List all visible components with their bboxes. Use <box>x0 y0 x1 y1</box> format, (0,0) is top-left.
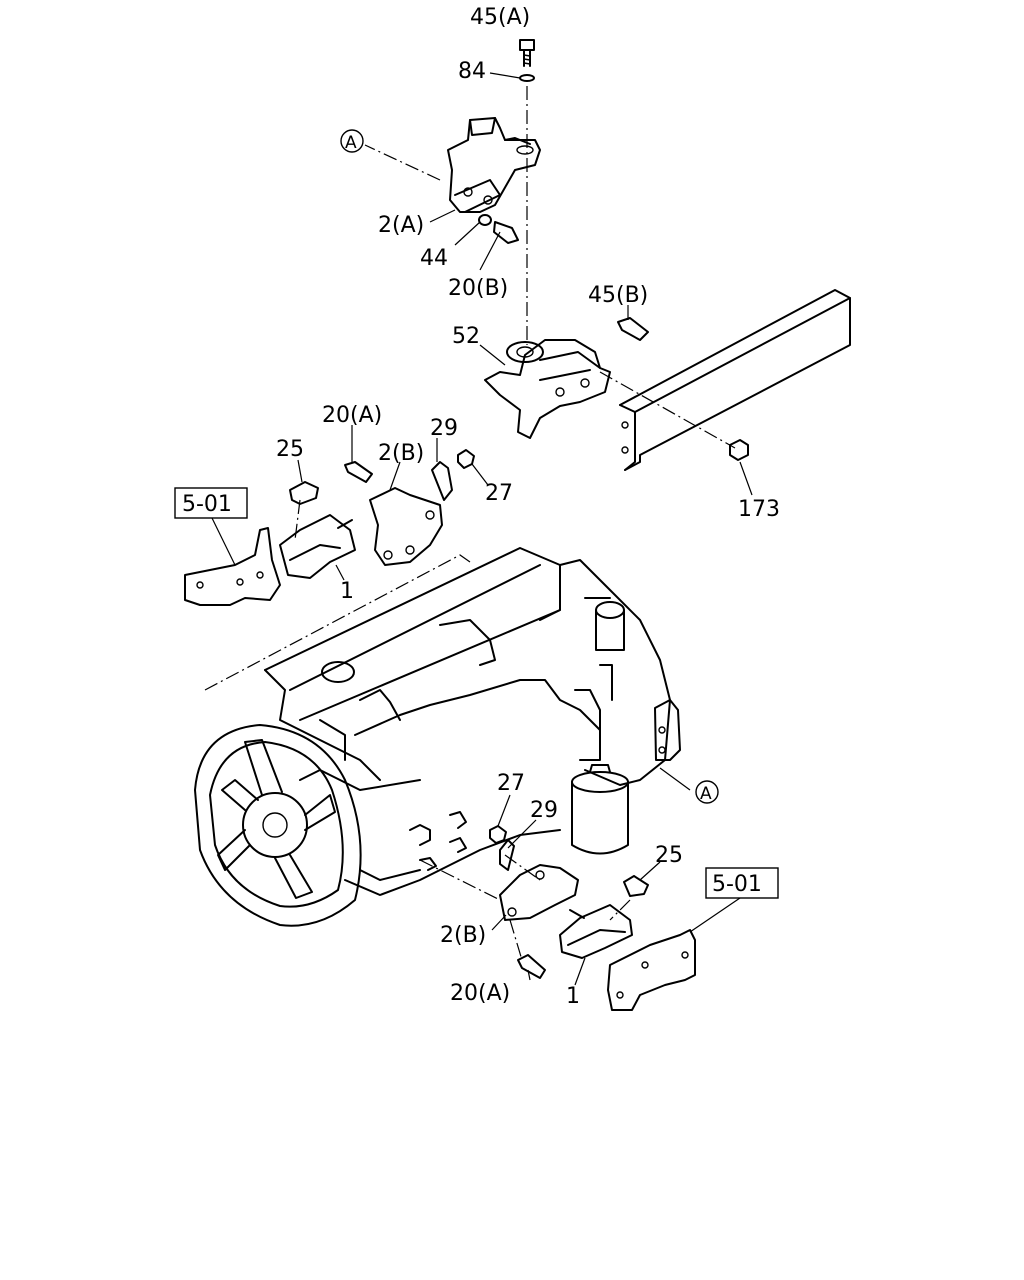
callout-29-top: 29 <box>430 416 458 441</box>
bolt-20a-lower <box>517 954 546 979</box>
callout-25-top: 25 <box>276 437 304 462</box>
callout-27-bottom: 27 <box>497 771 525 796</box>
transmission-housing <box>559 559 681 786</box>
nut-27-upper <box>457 449 475 469</box>
callout-29-bottom: 29 <box>530 798 558 823</box>
callout-45a: 45(A) <box>470 5 530 30</box>
callout-20a-top: 20(A) <box>322 403 382 428</box>
engine-bracket-left-upper <box>184 527 281 606</box>
washer-44 <box>478 214 492 226</box>
reference-box-right: 5-01 <box>705 867 779 899</box>
callout-44: 44 <box>420 246 448 271</box>
callout-20a-bottom: 20(A) <box>450 981 510 1006</box>
bracket-29-upper <box>431 461 453 501</box>
bolt-25-lower <box>623 875 649 897</box>
engine-block <box>204 547 601 791</box>
bracket-2b-upper <box>369 487 443 566</box>
engine-bracket-right-lower <box>607 929 696 1011</box>
oil-filter-canister <box>571 764 629 855</box>
radiator-fan <box>194 724 362 927</box>
rear-mount-bracket-2a <box>447 117 541 213</box>
reference-box-left: 5-01 <box>174 487 248 519</box>
nut-27-lower <box>489 825 507 844</box>
marker-a-top: A <box>340 129 364 153</box>
callout-1-top: 1 <box>340 579 354 604</box>
bolt-25-upper <box>289 481 319 505</box>
chassis-frame-rail <box>619 289 851 471</box>
callout-20b: 20(B) <box>448 276 508 301</box>
callout-1-bottom: 1 <box>566 984 580 1009</box>
marker-a-top-label: A <box>345 133 357 153</box>
callout-2a: 2(A) <box>378 213 424 238</box>
bracket-29-lower <box>499 839 515 871</box>
bolt-20b <box>493 221 519 244</box>
callout-45b: 45(B) <box>588 283 648 308</box>
marker-a-right-label: A <box>700 784 712 804</box>
marker-a-right: A <box>695 780 719 804</box>
reference-label-left: 5-01 <box>182 492 232 517</box>
rubber-mount-1-lower <box>559 904 633 959</box>
callout-2b-bottom: 2(B) <box>440 923 486 948</box>
nut-173 <box>729 439 749 461</box>
rubber-mount-1-upper <box>279 514 356 579</box>
bracket-2b-lower <box>499 864 579 921</box>
frame-mount-52 <box>484 339 611 439</box>
callout-52: 52 <box>452 324 480 349</box>
engine-lower-casing <box>344 811 561 896</box>
callout-173: 173 <box>738 497 780 522</box>
reference-label-right: 5-01 <box>712 872 762 897</box>
bolt-45a <box>519 39 535 67</box>
washer-84 <box>519 74 535 82</box>
bolt-45b <box>617 317 649 341</box>
callout-84: 84 <box>458 59 486 84</box>
bolt-20a-upper <box>344 461 373 483</box>
callout-27-top: 27 <box>485 481 513 506</box>
callout-25-bottom: 25 <box>655 843 683 868</box>
callout-2b-top: 2(B) <box>378 441 424 466</box>
